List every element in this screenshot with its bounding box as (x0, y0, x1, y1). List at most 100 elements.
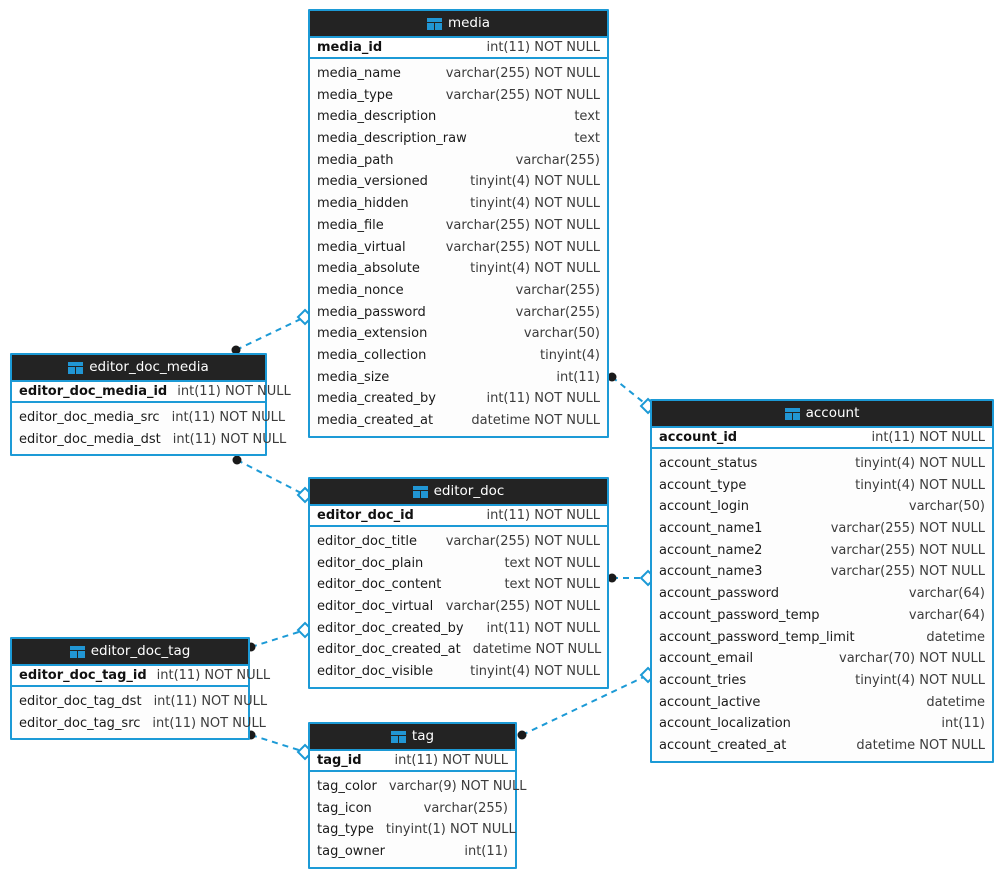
entity-header-media: media (310, 11, 607, 36)
field-type: varchar(9) NOT NULL (388, 779, 527, 794)
relationship-line-editor_doc_media-media (235, 316, 306, 351)
field-name: editor_doc_visible (317, 664, 434, 680)
field-type: int(11) (941, 716, 985, 732)
field-name: tag_color (317, 779, 377, 794)
entity-editor-doc[interactable]: editor_doc editor_doc_id int(11) NOT NUL… (308, 477, 609, 689)
field-type: tinyint(4) NOT NULL (855, 477, 985, 493)
field-name: account_id (659, 429, 738, 445)
field-row: account_login varchar(50) (652, 496, 992, 518)
field-type: tinyint(4) NOT NULL (855, 672, 985, 688)
field-type: varchar(255) (515, 304, 600, 320)
field-name: media_id (317, 39, 383, 55)
field-type: varchar(255) NOT NULL (445, 239, 600, 255)
entity-title: editor_doc_tag (90, 643, 191, 659)
field-row: tag_color varchar(9) NOT NULL (310, 776, 527, 798)
field-type: int(11) (556, 369, 600, 385)
entity-header-editor-doc: editor_doc (310, 479, 607, 504)
field-name: editor_doc_id (317, 507, 414, 523)
field-type: datetime (926, 629, 985, 645)
field-name: media_virtual (317, 239, 406, 255)
primary-key-row: media_id int(11) NOT NULL (310, 36, 607, 59)
field-type: int(11) NOT NULL (486, 39, 600, 55)
field-type: varchar(255) (423, 800, 508, 816)
entity-media[interactable]: media media_id int(11) NOT NULL media_na… (308, 9, 609, 438)
field-type: tinyint(4) NOT NULL (470, 664, 600, 680)
field-name: media_hidden (317, 196, 409, 212)
entity-header-editor-doc-tag: editor_doc_tag (12, 639, 248, 664)
field-name: tag_type (317, 822, 374, 838)
field-name: account_name1 (659, 521, 763, 537)
field-type: tinyint(4) NOT NULL (470, 196, 600, 212)
primary-key-row: account_id int(11) NOT NULL (652, 426, 992, 449)
field-name: account_tries (659, 672, 747, 688)
field-name: editor_doc_media_id (19, 383, 168, 399)
field-name: tag_owner (317, 844, 385, 860)
field-type: int(11) NOT NULL (486, 391, 600, 407)
field-name: editor_doc_plain (317, 555, 424, 571)
field-type: text (574, 109, 600, 125)
field-row: media_description text (310, 106, 607, 128)
relationship-line-editor_doc_tag-tag (250, 734, 306, 753)
field-name: media_description_raw (317, 131, 467, 147)
field-row: account_password_temp_limit datetime (652, 627, 992, 649)
entity-header-tag: tag (310, 724, 515, 749)
field-name: media_file (317, 217, 384, 233)
field-type: tinyint(4) NOT NULL (470, 174, 600, 190)
field-type: varchar(255) NOT NULL (830, 564, 985, 580)
field-type: datetime NOT NULL (856, 737, 985, 753)
field-type: varchar(255) (515, 152, 600, 168)
field-type: text NOT NULL (504, 555, 600, 571)
field-name: account_password_temp_limit (659, 629, 855, 645)
field-type: datetime (926, 694, 985, 710)
field-type: text (574, 131, 600, 147)
field-type: varchar(255) NOT NULL (445, 217, 600, 233)
relationship-line-editor_doc_media-editor_doc (236, 459, 306, 496)
field-row: media_virtual varchar(255) NOT NULL (310, 237, 607, 259)
entity-account[interactable]: account account_id int(11) NOT NULL acco… (650, 399, 994, 763)
field-type: int(11) NOT NULL (486, 620, 600, 636)
field-row: media_hidden tinyint(4) NOT NULL (310, 193, 607, 215)
entity-editor-doc-media[interactable]: editor_doc_media editor_doc_media_id int… (10, 353, 291, 457)
field-type: varchar(70) NOT NULL (839, 651, 985, 667)
entity-editor-doc-tag[interactable]: editor_doc_tag editor_doc_tag_id int(11)… (10, 637, 270, 741)
field-type: int(11) NOT NULL (871, 429, 985, 445)
field-name: editor_doc_content (317, 577, 442, 593)
field-type: tinyint(4) (539, 347, 600, 363)
field-name: media_name (317, 66, 401, 81)
field-type: varchar(50) (908, 499, 985, 515)
field-row: media_file varchar(255) NOT NULL (310, 215, 607, 237)
field-type: int(11) NOT NULL (394, 752, 508, 768)
field-row: editor_doc_visible tinyint(4) NOT NULL (310, 661, 607, 683)
field-name: editor_doc_created_at (317, 642, 461, 658)
field-row: account_tries tinyint(4) NOT NULL (652, 670, 992, 692)
primary-key-row: editor_doc_media_id int(11) NOT NULL (12, 380, 291, 403)
field-type: varchar(255) NOT NULL (445, 66, 600, 81)
field-type: varchar(255) NOT NULL (830, 542, 985, 558)
field-name: media_path (317, 152, 394, 168)
field-name: media_nonce (317, 282, 404, 298)
table-icon (784, 407, 800, 420)
relationship-line-editor_doc_tag-editor_doc (250, 629, 306, 648)
field-name: account_type (659, 477, 747, 493)
field-name: editor_doc_virtual (317, 599, 434, 615)
field-name: media_description (317, 109, 437, 125)
field-name: account_login (659, 499, 749, 515)
